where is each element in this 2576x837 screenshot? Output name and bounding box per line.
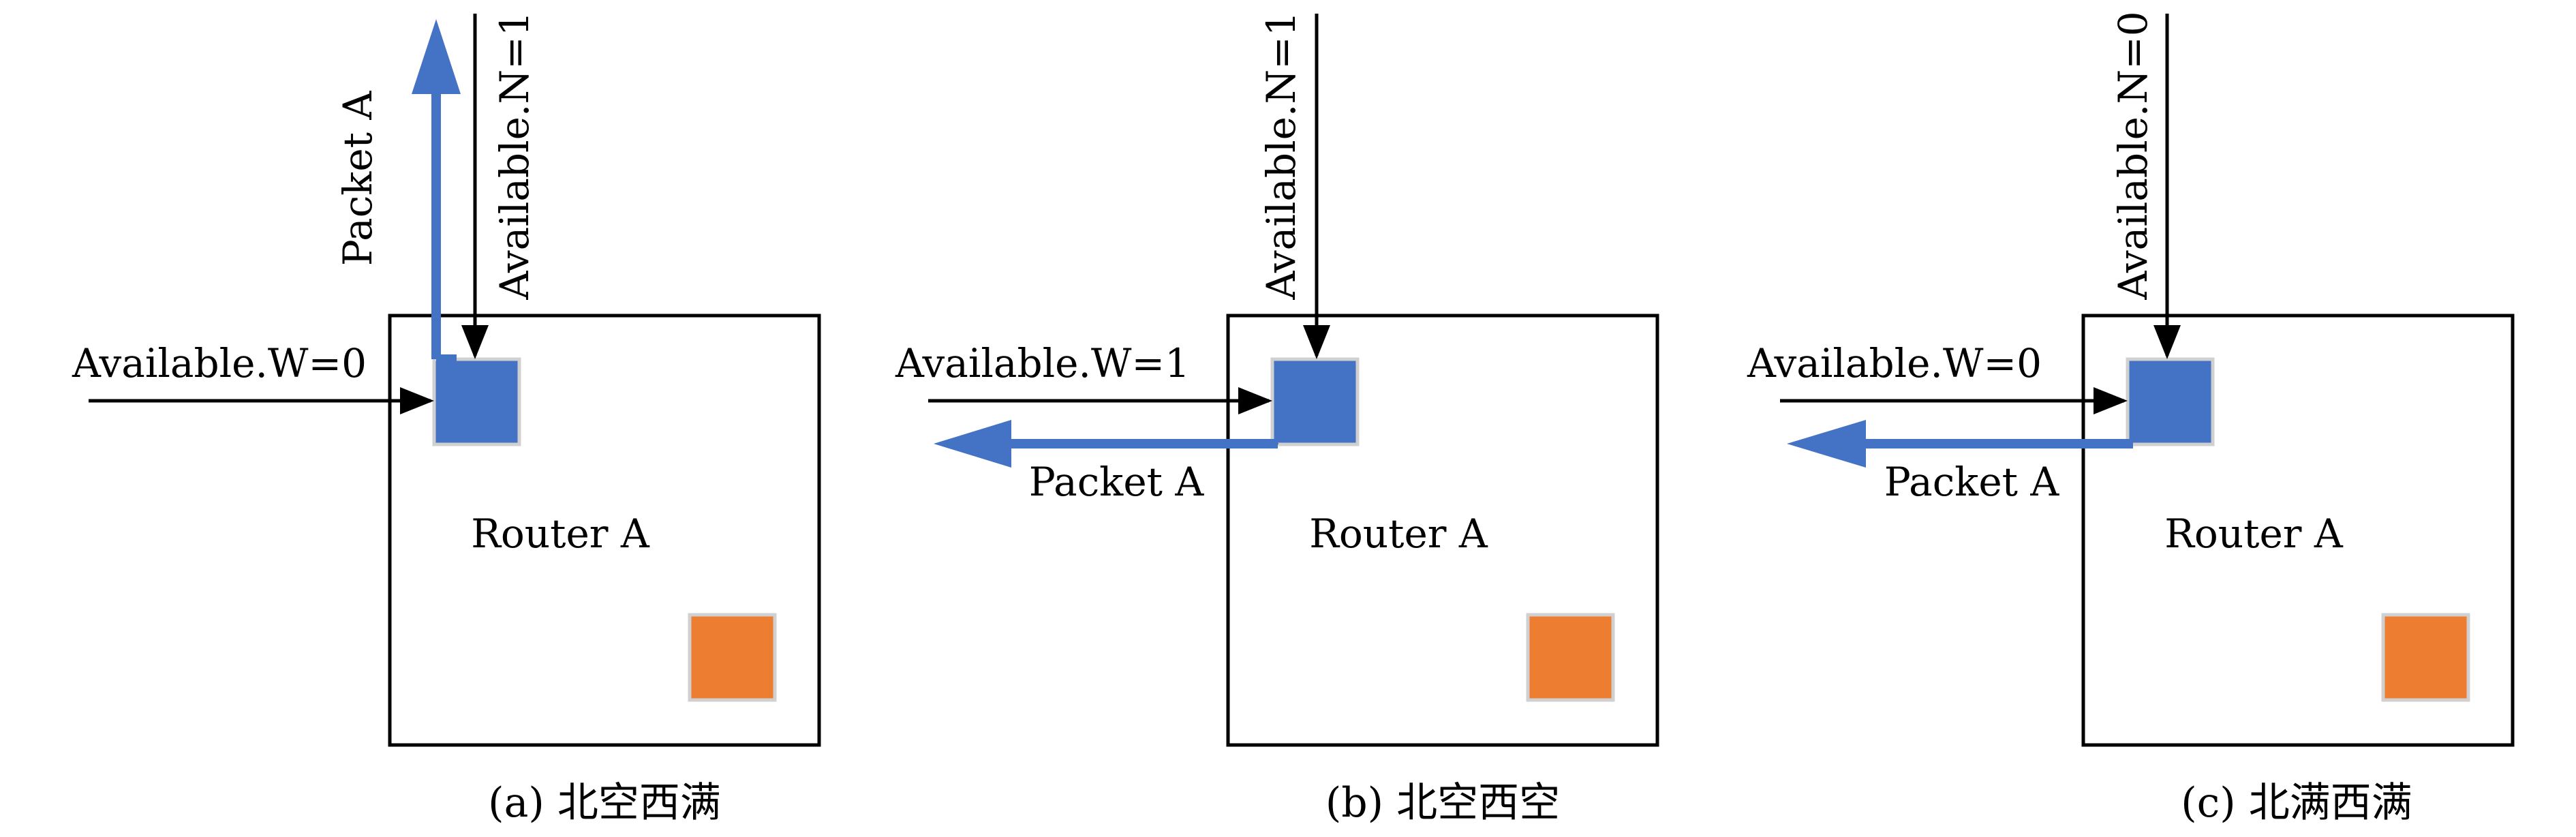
panel-c: Router A Available.W=0 Available.N=0 Pac… [1747,11,2515,827]
panel-b: Router A Available.W=1 Available.N=1 Pac… [895,11,1659,827]
west-available-label: Available.W=1 [895,340,1190,386]
panel-caption: (c) 北满西满 [2181,779,2412,827]
output-buffer-square [688,613,777,702]
router-label: Router A [1309,511,1488,557]
north-available-label: Available.N=1 [491,11,538,300]
router-label: Router A [471,511,650,557]
output-buffer-square [2381,613,2470,702]
panel-a: Router A Available.W=0 Available.N=1 Pac… [72,11,821,827]
input-buffer-square [1270,357,1360,446]
north-available-label: Available.N=0 [2110,11,2156,300]
packet-arrowhead [412,19,461,94]
west-available-label: Available.W=0 [1747,340,2042,386]
panel-caption: (b) 北空西空 [1325,779,1560,827]
packet-arrowhead [934,420,1011,468]
router-label: Router A [2164,511,2344,557]
packet-label: Packet A [1884,459,2060,505]
router-box [1226,314,1659,747]
packet-arrow-west [1007,439,1278,448]
input-buffer-square [2126,357,2215,446]
west-available-label: Available.W=0 [72,340,367,386]
router-box [388,314,821,747]
north-available-label: Available.N=1 [1258,11,1304,300]
output-buffer-square [1526,613,1615,702]
packet-label: Packet A [1029,459,1205,505]
router-box [2081,314,2515,747]
packet-arrowhead [1787,420,1866,468]
input-buffer-square [432,357,521,446]
panel-caption: (a) 北空西满 [488,779,721,827]
packet-label: Packet A [335,91,381,267]
